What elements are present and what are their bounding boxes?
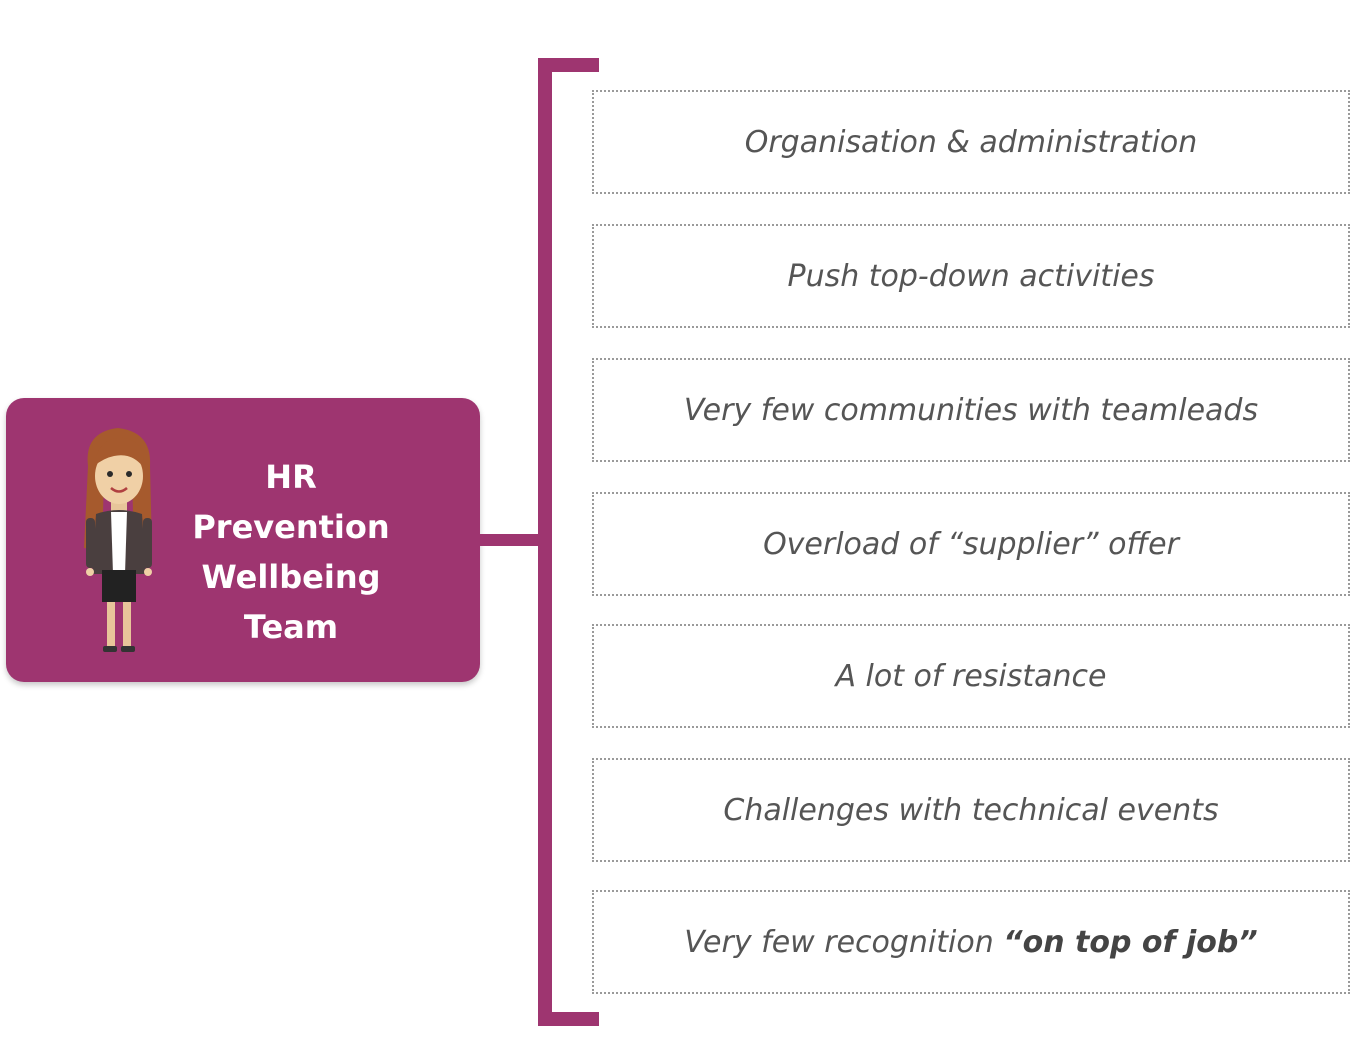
challenge-text: A lot of resistance — [835, 658, 1107, 694]
challenge-text: Overload of “supplier” offer — [763, 526, 1179, 562]
team-title: HR Prevention Wellbeing Team — [156, 452, 426, 652]
challenge-box: Push top-down activities — [592, 224, 1350, 328]
challenge-box: Very few communities with teamleads — [592, 358, 1350, 462]
challenge-box: Very few recognition “on top of job” — [592, 890, 1350, 994]
team-title-line-2: Prevention — [192, 508, 390, 546]
bracket-vertical — [538, 58, 552, 1026]
bracket-top-cap — [538, 58, 599, 72]
team-title-line-1: HR — [265, 458, 317, 496]
challenge-text: Push top-down activities — [787, 258, 1155, 294]
challenge-text-emphasis: “on top of job” — [1003, 924, 1258, 960]
challenge-text: Very few communities with teamleads — [683, 392, 1259, 428]
challenge-text: Organisation & administration — [744, 124, 1198, 160]
challenge-text: Challenges with technical events — [723, 792, 1219, 828]
challenge-text: Very few recognition “on top of job” — [684, 925, 1257, 960]
challenge-box: Overload of “supplier” offer — [592, 492, 1350, 596]
team-card: HR Prevention Wellbeing Team — [6, 398, 480, 682]
challenge-box: Organisation & administration — [592, 90, 1350, 194]
bracket-bottom-cap — [538, 1012, 599, 1026]
connector-line — [480, 534, 542, 546]
woman-avatar-icon — [84, 428, 152, 652]
challenge-text-prefix: Very few recognition — [684, 924, 1004, 960]
challenge-box: Challenges with technical events — [592, 758, 1350, 862]
challenge-box: A lot of resistance — [592, 624, 1350, 728]
team-title-line-3: Wellbeing Team — [201, 558, 381, 646]
